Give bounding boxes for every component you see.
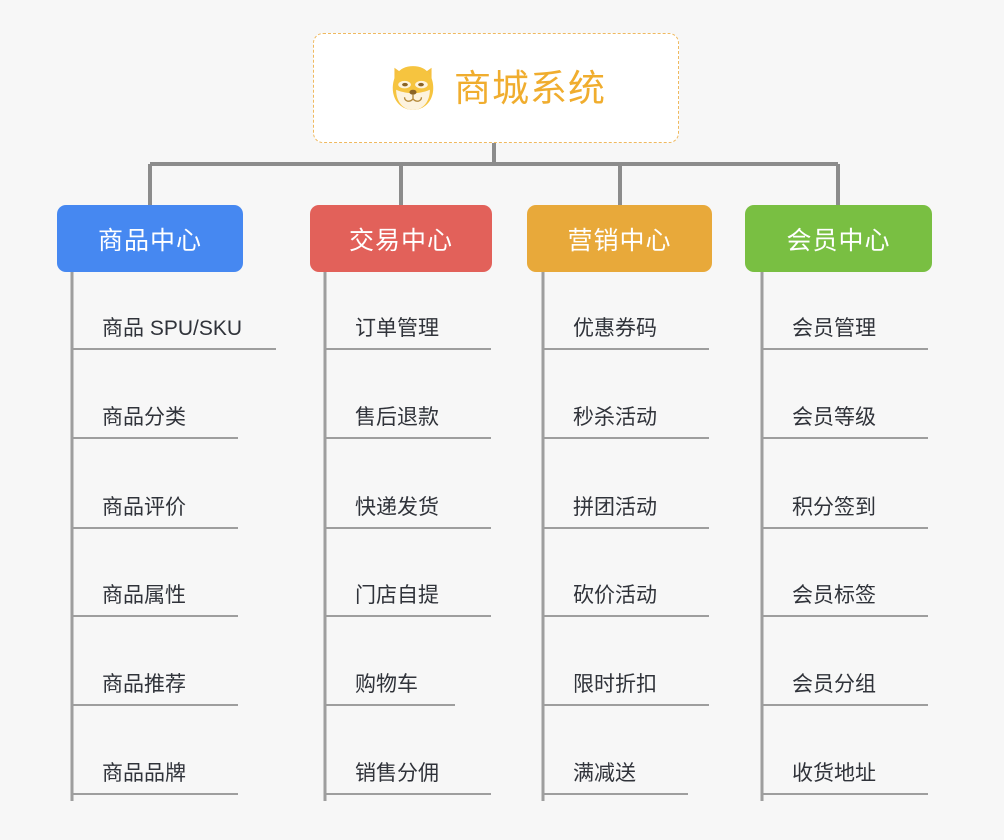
leaf-item[interactable]: 快递发货 — [325, 497, 491, 529]
leaf-item[interactable]: 会员等级 — [762, 407, 928, 439]
leaf-item[interactable]: 商品推荐 — [72, 674, 238, 706]
root-title: 商城系统 — [454, 67, 606, 109]
leaf-item[interactable]: 限时折扣 — [543, 674, 709, 706]
leaf-item[interactable]: 会员分组 — [762, 674, 928, 706]
leaf-item[interactable]: 门店自提 — [325, 585, 491, 617]
leaf-item[interactable]: 商品 SPU/SKU — [72, 318, 276, 350]
leaf-item[interactable]: 秒杀活动 — [543, 407, 709, 439]
leaf-item[interactable]: 会员管理 — [762, 318, 928, 350]
leaf-item[interactable]: 拼团活动 — [543, 497, 709, 529]
leaf-item[interactable]: 积分签到 — [762, 497, 928, 529]
branch-node-3[interactable]: 会员中心 — [745, 205, 932, 272]
branch-node-0[interactable]: 商品中心 — [57, 205, 243, 272]
branch-label-1: 交易中心 — [348, 226, 453, 255]
branch-label-2: 营销中心 — [567, 226, 672, 255]
leaf-item[interactable]: 销售分佣 — [325, 763, 491, 795]
leaf-item[interactable]: 商品分类 — [72, 407, 238, 439]
leaf-item[interactable]: 购物车 — [325, 674, 455, 706]
leaf-item[interactable]: 满减送 — [543, 763, 688, 795]
leaf-item[interactable]: 商品品牌 — [72, 763, 238, 795]
leaf-item[interactable]: 收货地址 — [762, 763, 928, 795]
leaf-item[interactable]: 会员标签 — [762, 585, 928, 617]
branch-node-2[interactable]: 营销中心 — [527, 205, 712, 272]
leaf-item[interactable]: 订单管理 — [325, 318, 491, 350]
branch-label-3: 会员中心 — [786, 226, 891, 255]
leaf-item[interactable]: 优惠券码 — [543, 318, 709, 350]
root-node[interactable]: 商城系统 — [313, 33, 679, 143]
branch-label-0: 商品中心 — [97, 226, 202, 255]
branch-node-1[interactable]: 交易中心 — [310, 205, 492, 272]
leaf-item[interactable]: 商品评价 — [72, 497, 238, 529]
leaf-item[interactable]: 商品属性 — [72, 585, 238, 617]
leaf-item[interactable]: 售后退款 — [325, 407, 491, 439]
shiba-dog-emoji — [392, 66, 434, 110]
leaf-item[interactable]: 砍价活动 — [543, 585, 709, 617]
